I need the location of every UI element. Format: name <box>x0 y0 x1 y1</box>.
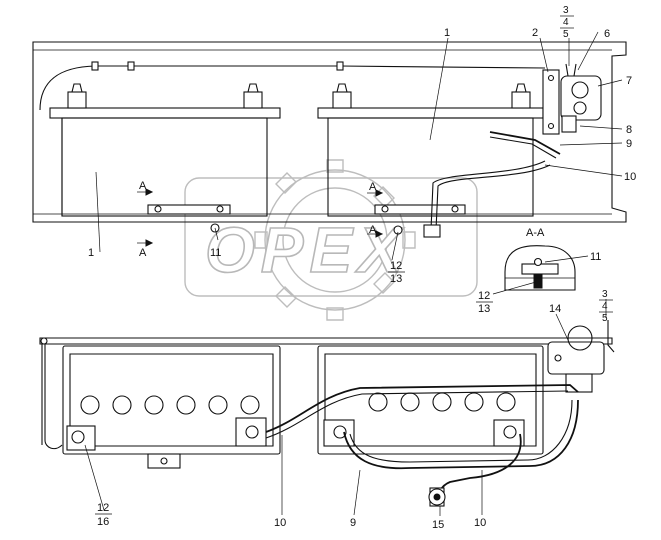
battery-tray-outline <box>32 41 627 223</box>
callout-12-upper: 12 <box>390 260 402 272</box>
battery-switch-bracket <box>542 63 602 135</box>
section-a-a-label: A-A <box>526 227 545 239</box>
callout-11-upper: 11 <box>210 247 221 259</box>
callout-10-lower-right: 10 <box>474 517 486 529</box>
callout-4-lower: 4 <box>602 301 608 312</box>
callout-leaders <box>84 31 623 516</box>
battery-switch-lower <box>547 325 605 393</box>
callout-3-upper: 3 <box>563 5 569 16</box>
svg-text:A: A <box>139 180 147 192</box>
callout-13-section: 13 <box>478 303 490 315</box>
cable-9-lower <box>343 399 579 470</box>
upper-view: A A A A <box>32 41 627 259</box>
callout-12-section: 12 <box>478 290 490 302</box>
callout-10-upper: 10 <box>624 171 636 183</box>
opex-watermark: OPEX <box>184 159 478 321</box>
callout-12-lower: 12 <box>97 502 109 514</box>
watermark-text: OPEX <box>205 214 407 286</box>
section-a-a-detail: A-A <box>504 227 576 291</box>
callout-15: 15 <box>432 519 444 531</box>
callout-9-lower: 9 <box>350 517 356 529</box>
lower-view <box>39 320 615 507</box>
battery-left-lower <box>62 345 281 469</box>
callout-5-lower: 5 <box>602 313 608 324</box>
callout-16: 16 <box>97 516 109 528</box>
svg-text:A: A <box>139 247 147 259</box>
mounting-rail <box>39 337 613 345</box>
callout-10-lower-left: 10 <box>274 517 286 529</box>
callout-4-upper: 4 <box>563 17 569 28</box>
callout-5-upper: 5 <box>563 29 569 40</box>
callout-13-upper: 13 <box>390 273 402 285</box>
callout-8: 8 <box>626 124 632 136</box>
callout-1-left-battery: 1 <box>88 247 94 259</box>
callout-1-right-battery: 1 <box>444 27 450 39</box>
callout-9-upper: 9 <box>626 138 632 150</box>
callout-11-section: 11 <box>590 251 601 263</box>
section-markers: A A A A <box>137 180 384 259</box>
svg-text:A: A <box>369 181 377 193</box>
callout-3-lower: 3 <box>602 289 608 300</box>
callout-6: 6 <box>604 28 610 40</box>
battery-right-lower <box>317 345 544 455</box>
callout-7: 7 <box>626 75 632 87</box>
ground-lug-15 <box>428 487 446 507</box>
callout-labels: 1 1 2 3 4 5 6 7 8 9 10 11 12 13 11 12 13… <box>88 5 636 531</box>
watermark-frame <box>184 177 478 297</box>
watermark-gear-icon <box>254 159 416 321</box>
cable-9-upper <box>489 131 561 155</box>
harness-wire-top <box>39 65 546 111</box>
cable-10-upper <box>435 164 551 231</box>
battery-right-upper <box>317 83 544 217</box>
hold-down-clamps-upper <box>147 204 466 215</box>
callout-2: 2 <box>532 27 538 39</box>
battery-left-upper <box>49 83 281 217</box>
cable-10-lower <box>265 384 579 433</box>
svg-text:A: A <box>369 224 377 236</box>
callout-14: 14 <box>549 303 561 315</box>
